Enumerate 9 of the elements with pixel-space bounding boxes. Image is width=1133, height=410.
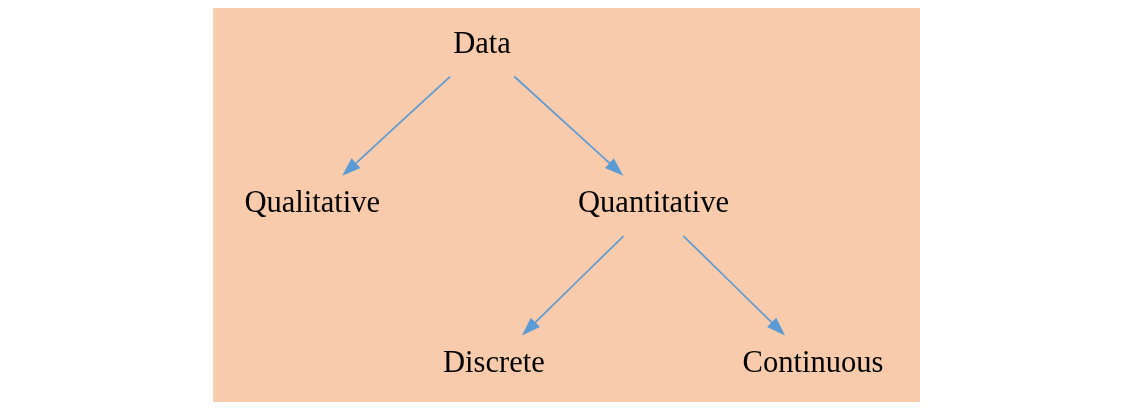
arrow: [682, 235, 785, 336]
node-text: Data: [453, 25, 511, 60]
node-text: Discrete: [443, 345, 545, 380]
arrow: [513, 75, 624, 176]
node-text: Qualitative: [244, 185, 381, 220]
node-text: Quantitative: [578, 185, 729, 220]
node-text: Continuous: [742, 345, 884, 380]
arrow: [342, 75, 451, 176]
arrow: [521, 235, 625, 336]
